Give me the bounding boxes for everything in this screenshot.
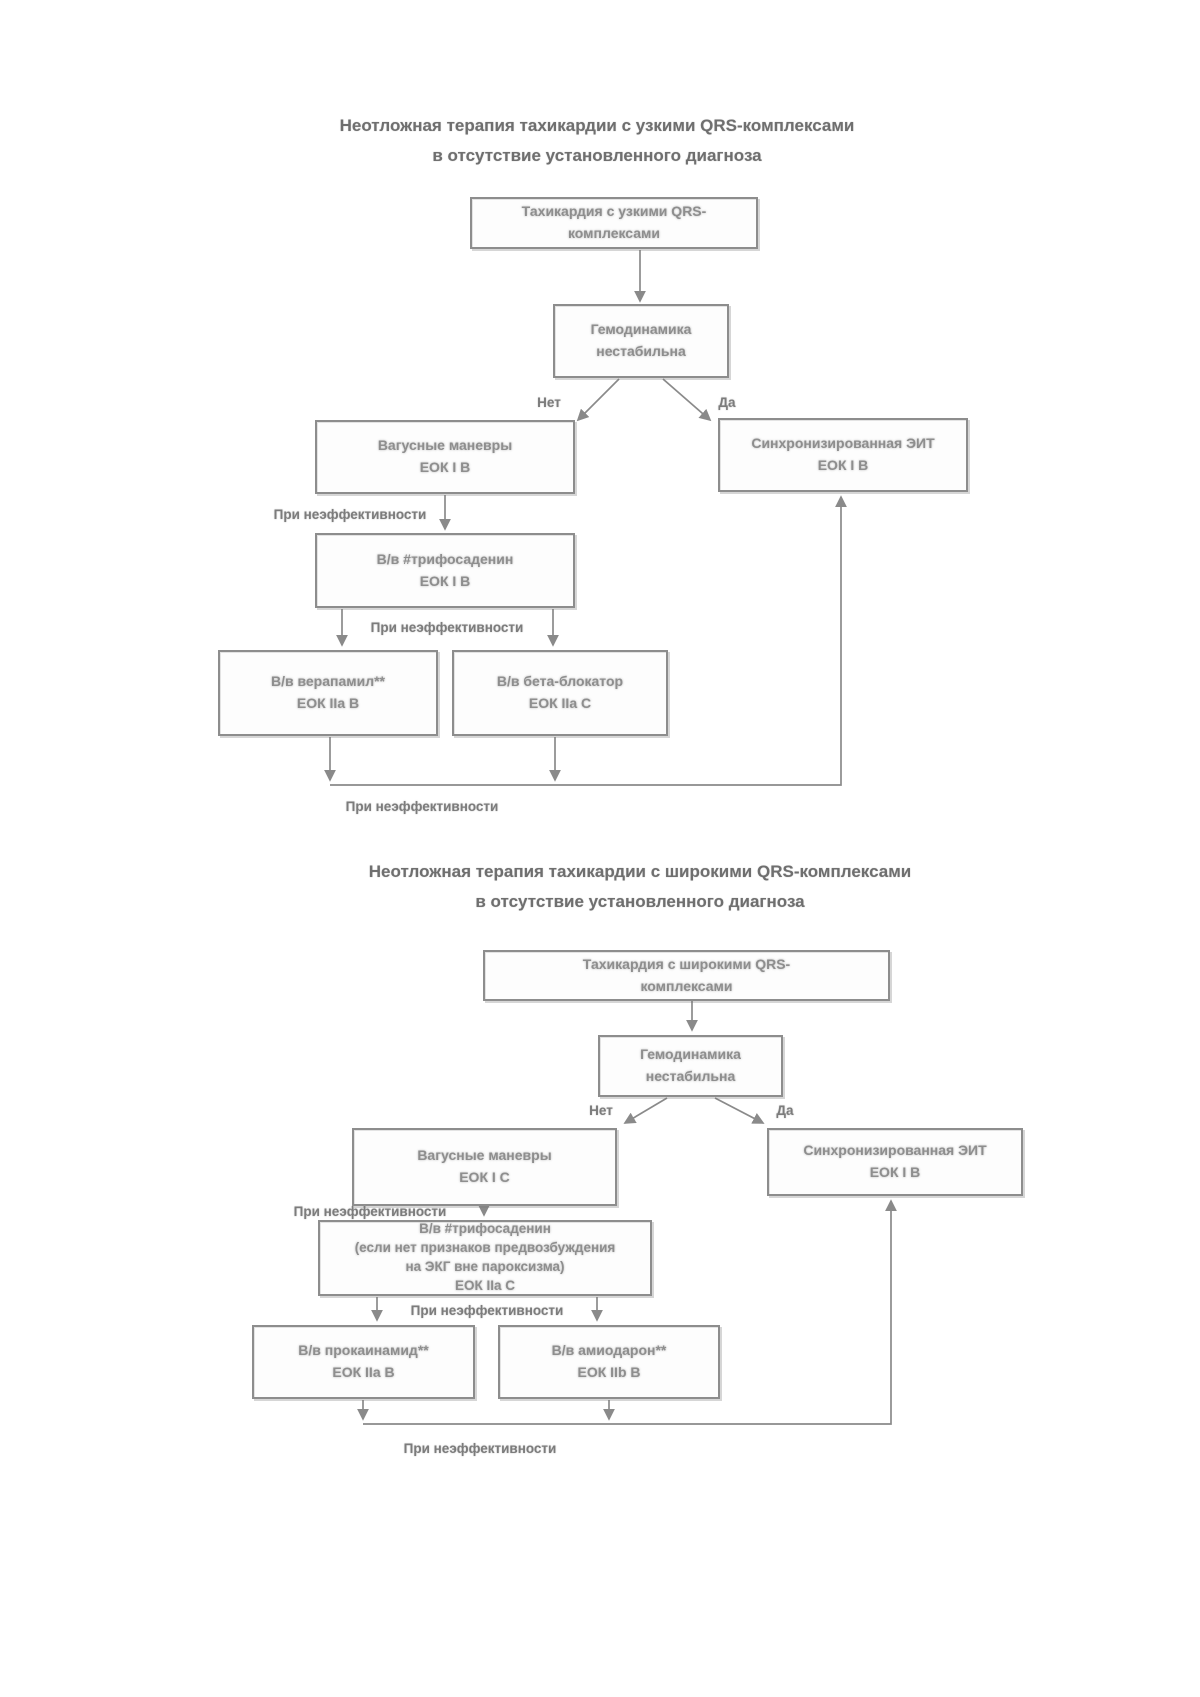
chart1-title-line1: Неотложная терапия тахикардии с узкими Q… <box>339 116 855 135</box>
node-text-line: нестабильна <box>645 1068 736 1084</box>
node-synchronized-eit-1: Синхронизированная ЭИТ ЕОК I B <box>718 418 968 492</box>
edge-label-no-2: Нет <box>589 1103 613 1118</box>
label-ineffective-1-1: При неэффективности <box>273 507 427 522</box>
node-synchronized-eit-2: Синхронизированная ЭИТ ЕОК I B <box>767 1128 1023 1196</box>
node-text-line: Тахикардия с широкими QRS- <box>582 955 791 972</box>
connector-hemo-yes-2 <box>714 1097 765 1124</box>
node-text-line: ЕОК IIa C <box>454 1277 515 1293</box>
node-tachycardia-narrow-qrs: Тахикардия с узкими QRS- комплексами <box>470 197 758 249</box>
label-ineffective-1-3: При неэффективности <box>345 799 499 814</box>
chart2-title-line2: в отсутствие установленного диагноза <box>475 892 805 911</box>
node-iv-beta-blocker: В/в бета-блокатор ЕОК IIa C <box>452 650 668 736</box>
label-ineffective-2-2: При неэффективности <box>410 1303 564 1318</box>
node-text-line: Тахикардия с узкими QRS- <box>521 203 707 220</box>
connector-hemo-no-1 <box>576 378 620 422</box>
edge-label-yes-2: Да <box>776 1103 794 1118</box>
node-text-line: ЕОК I B <box>869 1164 921 1180</box>
node-text-line: В/в #трифосаденин <box>376 550 514 567</box>
connector-hemo-yes-1 <box>662 378 712 422</box>
node-text-line: ЕОК IIa C <box>528 695 592 711</box>
node-iv-amiodarone: В/в амиодарон** ЕОК IIb B <box>498 1325 720 1399</box>
edge-label-no-1: Нет <box>537 395 561 410</box>
node-text-line: ЕОК IIb B <box>577 1364 641 1380</box>
node-hemodynamics-unstable-2: Гемодинамика нестабильна <box>598 1035 783 1097</box>
node-iv-triphosadenine-1: В/в #трифосаденин ЕОК I B <box>315 533 575 608</box>
node-text-line: комплексами <box>567 225 661 241</box>
node-text-line: Вагусные маневры <box>377 437 513 454</box>
node-text-line: комплексами <box>640 977 733 994</box>
node-text-line: ЕОК IIa B <box>296 695 360 711</box>
chart1-title-line2: в отсутствие установленного диагноза <box>432 146 762 165</box>
label-ineffective-2-3: При неэффективности <box>403 1441 557 1456</box>
node-text-line: ЕОК I C <box>459 1169 510 1185</box>
node-text-line: нестабильна <box>596 343 686 359</box>
node-text-line: ЕОК IIa B <box>332 1364 395 1380</box>
node-text-line: В/в амиодарон** <box>551 1342 667 1359</box>
node-text-line: В/в прокаинамид** <box>298 1342 429 1359</box>
node-text-line: ЕОК I B <box>817 457 869 473</box>
node-text-line: Вагусные маневры <box>417 1147 552 1164</box>
node-text-line: В/в верапамил** <box>270 673 386 690</box>
label-ineffective-2-1: При неэффективности <box>293 1204 447 1219</box>
node-text-line: Гемодинамика <box>590 321 692 338</box>
node-text-line: Синхронизированная ЭИТ <box>751 435 935 452</box>
chart2-title-line1: Неотложная терапия тахикардии с широкими… <box>368 862 912 881</box>
node-vagal-maneuvers-2: Вагусные маневры ЕОК I C <box>352 1128 617 1206</box>
node-vagal-maneuvers-1: Вагусные маневры ЕОК I B <box>315 420 575 494</box>
node-text-line: Синхронизированная ЭИТ <box>803 1142 987 1159</box>
node-iv-triphosadenine-2: В/в #трифосаденин (если нет признаков пр… <box>318 1220 652 1296</box>
node-text-line: на ЭКГ вне пароксизма) <box>405 1259 565 1274</box>
node-text-line: Гемодинамика <box>640 1046 741 1063</box>
node-tachycardia-wide-qrs: Тахикардия с широкими QRS- комплексами <box>483 950 890 1001</box>
node-text-line: ЕОК I B <box>419 572 471 589</box>
node-text-line: В/в бета-блокатор <box>496 673 624 690</box>
node-hemodynamics-unstable-1: Гемодинамика нестабильна <box>553 304 729 378</box>
node-text-line: (если нет признаков предвозбуждения <box>354 1240 616 1256</box>
label-ineffective-1-2: При неэффективности <box>370 620 524 635</box>
connector-hemo-no-2 <box>623 1097 668 1124</box>
node-text-line: В/в #трифосаденин <box>419 1221 551 1237</box>
edge-label-yes-1: Да <box>718 395 736 410</box>
node-iv-verapamil: В/в верапамил** ЕОК IIa B <box>218 650 438 736</box>
node-text-line: ЕОК I B <box>419 459 471 475</box>
node-iv-procainamide: В/в прокаинамид** ЕОК IIa B <box>252 1325 475 1399</box>
